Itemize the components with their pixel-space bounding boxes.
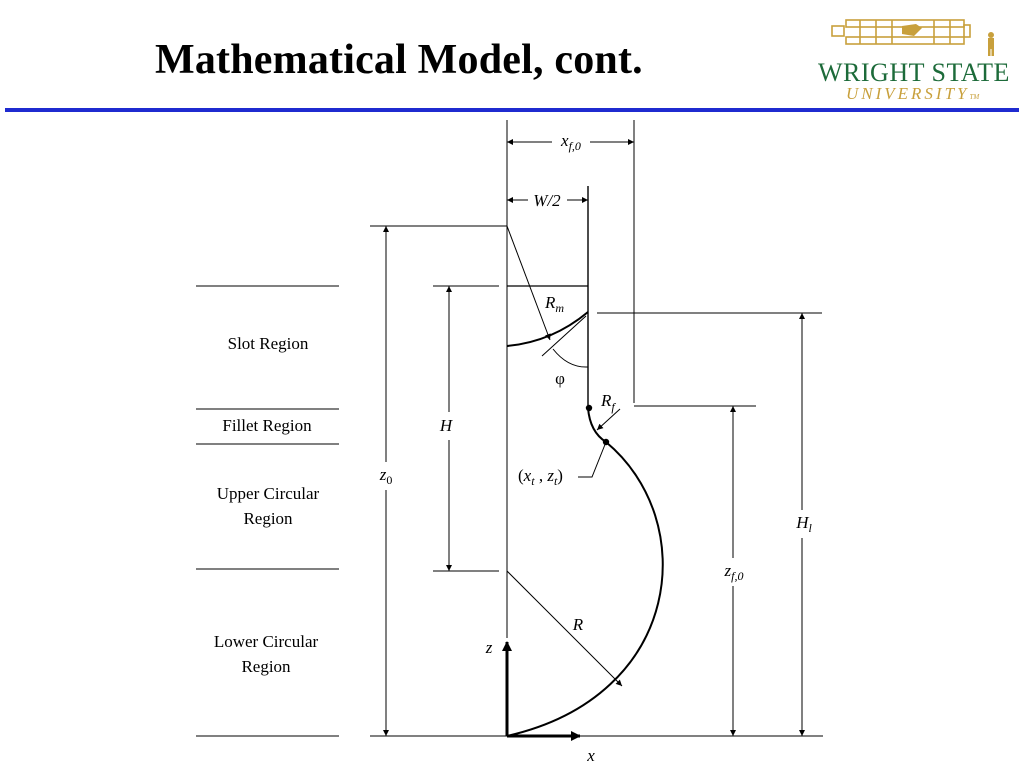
r-label: R (572, 615, 584, 634)
upper-region-label-line1: Upper Circular (217, 484, 320, 503)
meniscus-curve (506, 311, 589, 347)
slot-region-label: Slot Region (228, 334, 309, 353)
logo-university: UNIVERSITYTM (846, 84, 979, 104)
x-axis-label: x (586, 746, 595, 765)
r-leader (506, 570, 623, 687)
rf-leader (596, 408, 621, 431)
phi-label: φ (555, 369, 565, 388)
fillet-start-point (585, 404, 593, 412)
tangent-point-leader (578, 441, 607, 478)
h-label: H (439, 416, 454, 435)
fillet-region-label: Fillet Region (222, 416, 312, 435)
circular-profile-curve (506, 441, 664, 737)
region-separators (196, 285, 339, 737)
title-divider (5, 108, 1019, 112)
xf0-label: xf,0 (560, 131, 581, 153)
z-axis-label: z (485, 638, 493, 657)
logo-university-text: UNIVERSITY (846, 84, 970, 103)
lower-region-label-line1: Lower Circular (214, 632, 319, 651)
hl-label: Hl (795, 513, 812, 535)
profile-geometry (370, 120, 823, 737)
z0-label: z0 (379, 465, 393, 487)
fillet-curve (587, 407, 607, 443)
rm-leader (506, 225, 551, 341)
zf0-label: zf,0 (724, 561, 744, 583)
tangent-line (541, 315, 587, 357)
lower-region-label-line2: Region (241, 657, 291, 676)
figure-icon (988, 32, 994, 56)
logo-trademark: TM (969, 93, 980, 101)
extension-lines (370, 225, 822, 572)
logo-wordmark: WRIGHT STATE (818, 58, 1010, 87)
w2-label: W/2 (533, 191, 561, 210)
university-logo: WRIGHT STATE UNIVERSITYTM (812, 12, 1012, 107)
upper-region-label-line2: Region (243, 509, 293, 528)
wright-flyer-icon (831, 19, 994, 56)
phi-arc (552, 348, 589, 368)
rm-label: Rm (544, 293, 564, 315)
rf-label: Rf (600, 391, 616, 414)
tangent-point-label: (xt , zt) (518, 466, 563, 488)
slide-title: Mathematical Model, cont. (155, 37, 643, 83)
